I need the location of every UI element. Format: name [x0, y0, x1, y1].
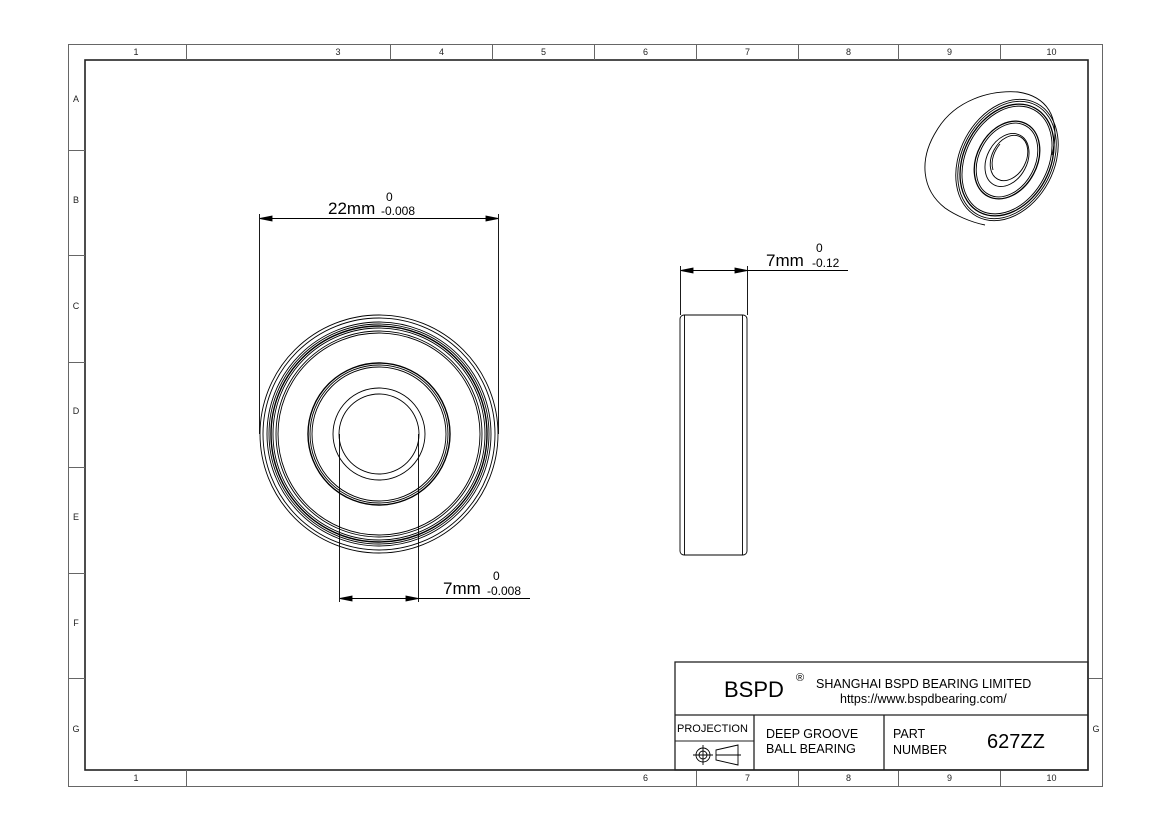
left-row-label: F [73, 618, 79, 628]
bore-dimension [339, 434, 530, 602]
left-row-label: B [72, 195, 79, 205]
top-col-label: 5 [540, 47, 546, 57]
bottom-zone-dividers [186, 770, 1001, 786]
part-number: 627ZZ [987, 731, 1045, 753]
width-value: 7mm [766, 251, 804, 270]
left-row-label: G [72, 724, 80, 734]
top-col-label: 7 [744, 47, 750, 57]
bore-value: 7mm [443, 579, 481, 598]
bottom-col-label: 9 [946, 773, 952, 783]
top-col-label: 6 [642, 47, 648, 57]
top-col-label: 1 [133, 47, 139, 57]
top-col-label: 10 [1046, 47, 1057, 57]
bottom-col-label: 6 [642, 773, 648, 783]
top-col-label: 4 [438, 47, 444, 57]
first-angle-projection-symbol-icon [693, 744, 741, 766]
bottom-col-label: 7 [744, 773, 750, 783]
outer-frame [68, 44, 1103, 787]
projection-label: PROJECTION [677, 723, 748, 735]
bore-upper-tol: 0 [493, 569, 500, 583]
left-row-label: C [72, 301, 80, 311]
outer-diameter-lower-tol: -0.008 [381, 204, 416, 218]
bottom-col-label: 1 [133, 773, 139, 783]
inner-frame [84, 59, 1089, 771]
part-label-line2: NUMBER [893, 743, 948, 757]
description-line2: BALL BEARING [766, 742, 856, 756]
top-col-label: 9 [946, 47, 952, 57]
outer-diameter-dimension [259, 214, 499, 434]
brand-logo: BSPD [724, 677, 784, 702]
width-dimension [680, 266, 848, 315]
top-col-label: 8 [845, 47, 851, 57]
side-view [679, 314, 748, 556]
right-row-label: G [1092, 724, 1100, 734]
left-row-label: E [72, 512, 79, 522]
width-lower-tol: -0.12 [812, 256, 840, 270]
registered-mark: ® [796, 672, 805, 684]
left-zone-dividers [68, 150, 85, 679]
outer-diameter-value: 22mm [328, 199, 376, 218]
bottom-col-label: 10 [1046, 773, 1057, 783]
bore-lower-tol: -0.008 [487, 584, 522, 598]
bottom-col-label: 8 [845, 773, 851, 783]
left-row-label: D [72, 406, 80, 416]
isometric-view [924, 91, 1059, 226]
company-name: SHANGHAI BSPD BEARING LIMITED [816, 677, 1032, 691]
front-view [259, 314, 499, 554]
top-zone-dividers [186, 44, 1001, 60]
part-label-line1: PART [893, 727, 926, 741]
top-col-label: 3 [335, 47, 341, 57]
description-line1: DEEP GROOVE [766, 727, 859, 741]
outer-diameter-upper-tol: 0 [386, 190, 393, 204]
left-row-label: A [72, 94, 79, 104]
company-website: https://www.bspdbearing.com/ [840, 692, 1007, 706]
width-upper-tol: 0 [816, 241, 823, 255]
title-block-lines [674, 661, 1089, 771]
